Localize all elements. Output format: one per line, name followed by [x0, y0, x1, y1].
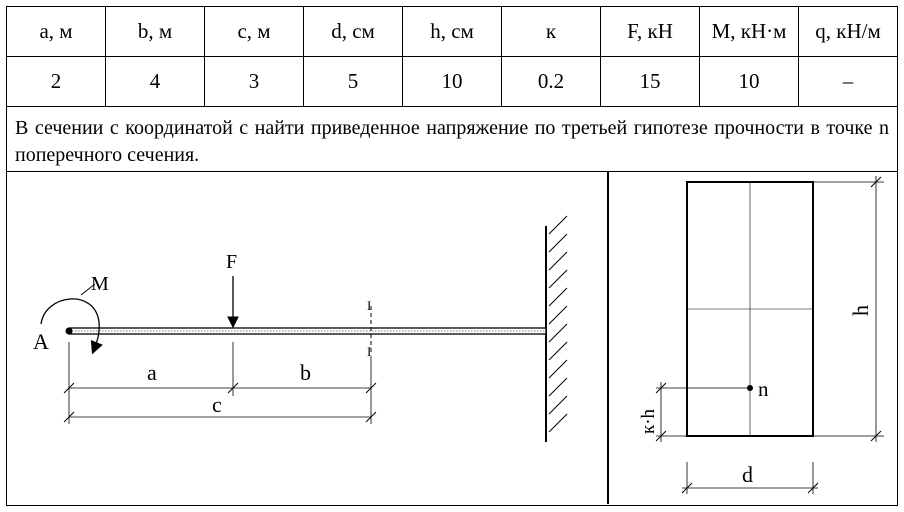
tick [655, 430, 667, 442]
width-label: d [742, 462, 753, 487]
value-h: 10 [402, 56, 502, 107]
fixed-support [545, 215, 568, 442]
point-a-dot [65, 327, 73, 335]
parameters-table: a, м b, м c, м d, см h, см к F, кН M, кН… [6, 6, 898, 107]
moment-arrow [40, 298, 103, 355]
moment-leader [80, 283, 96, 296]
value-a: 2 [6, 56, 106, 107]
header-k: к [501, 6, 601, 57]
tick [227, 382, 239, 394]
header-m: M, кН·м [699, 6, 799, 57]
figure-divider [607, 172, 609, 504]
beam [68, 327, 547, 335]
header-q: q, кН/м [798, 6, 898, 57]
tick [365, 382, 377, 394]
value-f: 15 [600, 56, 700, 107]
force-label: F [226, 251, 237, 273]
height-label: h [848, 305, 873, 316]
value-b: 4 [105, 56, 205, 107]
figures-area: A M F I I a b [6, 172, 898, 506]
moment-label: M [91, 273, 109, 295]
point-n-dot [747, 385, 753, 391]
value-m: 10 [699, 56, 799, 107]
tick [870, 176, 882, 188]
value-k: 0.2 [501, 56, 601, 107]
table-header-row: a, м b, м c, м d, см h, см к F, кН M, кН… [6, 6, 898, 57]
offset-label: к·h [638, 408, 659, 434]
section-mark-bottom: I [367, 344, 371, 359]
section-mark-top: I [367, 298, 371, 313]
header-f: F, кН [600, 6, 700, 57]
tick [870, 430, 882, 442]
point-a-label: A [33, 329, 49, 354]
value-q: – [798, 56, 898, 107]
table-value-row: 2 4 3 5 10 0.2 15 10 – [6, 56, 898, 107]
tick [681, 482, 693, 494]
point-n-label: n [758, 377, 769, 401]
tick [655, 382, 667, 394]
header-b: b, м [105, 6, 205, 57]
task-statement: В сечении с координатой с найти приведен… [6, 106, 898, 172]
cross-section-diagram: n h к·h d [638, 176, 884, 494]
header-h: h, см [402, 6, 502, 57]
header-c: c, м [204, 6, 304, 57]
header-a: a, м [6, 6, 106, 57]
value-d: 5 [303, 56, 403, 107]
value-c: 3 [204, 56, 304, 107]
beam-diagram: A M F I I a b [33, 215, 568, 442]
dimension-b-label: b [300, 360, 311, 385]
tick [365, 411, 377, 423]
header-d: d, см [303, 6, 403, 57]
tick [807, 482, 819, 494]
dimension-a-label: a [147, 360, 157, 385]
tick [63, 382, 75, 394]
tick [63, 411, 75, 423]
dimension-c-label: c [212, 392, 222, 417]
